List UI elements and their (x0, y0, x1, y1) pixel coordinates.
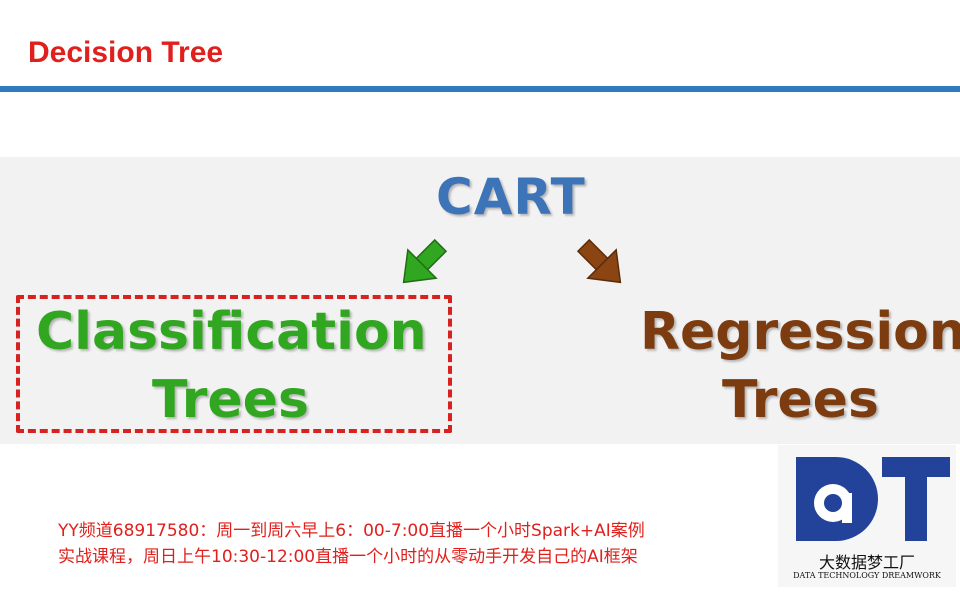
regression-label: Regression (640, 302, 960, 362)
footer-line-2: 实战课程，周日上午10:30-12:00直播一个小时的从零动手开发自己的AI框架 (58, 547, 638, 567)
title-divider (0, 86, 960, 92)
footer-announcement: YY频道68917580：周一到周六早上6：00-7:00直播一个小时Spark… (58, 518, 778, 570)
footer-line-1: YY频道68917580：周一到周六早上6：00-7:00直播一个小时Spark… (58, 521, 645, 541)
logo-subtitle: DATA TECHNOLOGY DREAMWORK (793, 571, 941, 580)
regression-trees-label: Trees (722, 370, 879, 430)
arrow-down-left-icon (402, 238, 448, 284)
logo-name: 大数据梦工厂 (818, 553, 915, 572)
dt-logo-icon (796, 457, 950, 541)
cart-root-label: CART (436, 168, 586, 226)
arrow-down-right-icon (576, 238, 622, 284)
classification-highlight-box (16, 295, 452, 433)
diagram-panel (0, 157, 960, 444)
brand-logo: 大数据梦工厂 DATA TECHNOLOGY DREAMWORK (778, 445, 956, 587)
classification-label: Classification (36, 302, 427, 362)
classification-trees-label: Trees (152, 370, 309, 430)
slide-title: Decision Tree (28, 36, 224, 69)
